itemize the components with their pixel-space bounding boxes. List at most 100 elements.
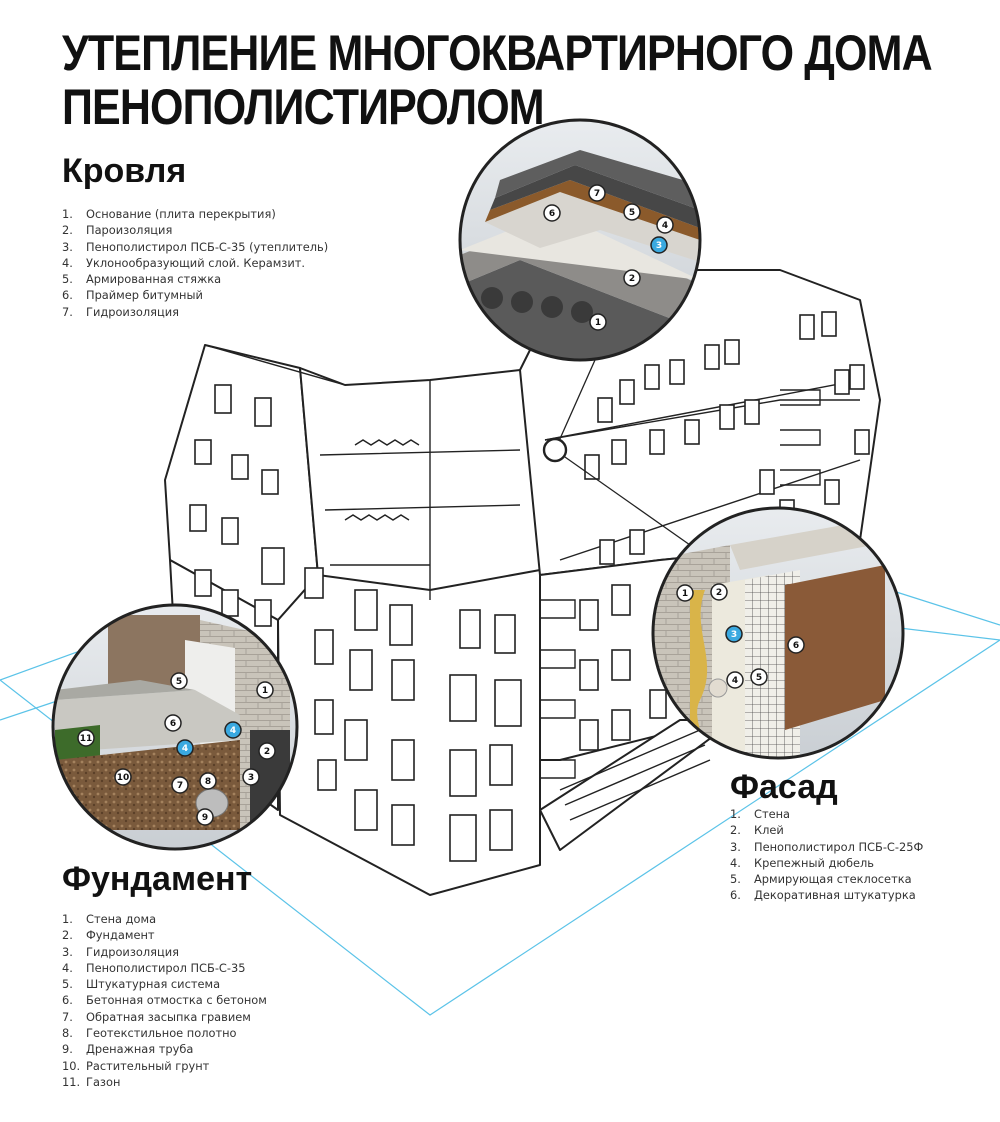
foundation-legend-number: 3. xyxy=(62,944,73,959)
window xyxy=(579,599,599,631)
window xyxy=(597,397,613,423)
foundation-legend-number: 2. xyxy=(62,928,73,943)
window xyxy=(669,359,685,385)
window xyxy=(849,364,865,390)
foundation-legend-label: Газон xyxy=(86,1074,121,1089)
facade-heading: Фасад xyxy=(730,768,838,806)
roof-legend-label: Уклонообразующий слой. Керамзит. xyxy=(86,255,306,270)
facade-legend-number: 2. xyxy=(730,823,741,838)
window xyxy=(194,439,212,465)
window xyxy=(719,404,735,430)
roof-badge-number: 5 xyxy=(629,208,635,218)
facade-legend-number: 4. xyxy=(730,855,741,870)
roof-legend-item: 1.Основание (плита перекрытия) xyxy=(62,206,328,222)
facade-legend-item: 5.Армирующая стеклосетка xyxy=(730,871,923,887)
facade-badge: 4 xyxy=(726,671,744,689)
window xyxy=(684,419,700,445)
roof-badge-number: 2 xyxy=(629,274,635,284)
foundation-legend-item: 2.Фундамент xyxy=(62,927,267,943)
foundation-badge: 11 xyxy=(77,729,95,747)
facade-legend-item: 4.Крепежный дюбель xyxy=(730,855,923,871)
roof-badge-number: 3 xyxy=(656,241,662,251)
window xyxy=(724,339,740,365)
foundation-legend-label: Растительный грунт xyxy=(86,1058,210,1073)
facade-badge-number: 4 xyxy=(732,676,738,686)
roof-legend-number: 2. xyxy=(62,223,73,238)
foundation-badge: 4 xyxy=(224,721,242,739)
window xyxy=(611,709,631,741)
facade-legend-item: 1.Стена xyxy=(730,806,923,822)
callout-marker xyxy=(542,437,568,463)
foundation-badge-number: 7 xyxy=(177,781,183,791)
foundation-legend-label: Дренажная труба xyxy=(86,1042,194,1057)
foundation-legend-item: 6.Бетонная отмостка с бетоном xyxy=(62,992,267,1008)
foundation-legend-label: Стена дома xyxy=(86,912,157,926)
foundation-legend-item: 1. Стена дома xyxy=(62,911,267,927)
roof-heading: Кровля xyxy=(62,152,187,190)
facade-badge: 6 xyxy=(787,636,805,654)
foundation-legend-label: Пенополистирол ПСБ-С-35 xyxy=(86,960,246,975)
foundation-badge-number: 5 xyxy=(176,677,182,687)
foundation-legend-number: 10. xyxy=(62,1058,81,1073)
roof-legend-item: 4.Уклонообразующий слой. Керамзит. xyxy=(62,255,328,271)
foundation-badge: 4 xyxy=(176,739,194,757)
foundation-legend-number: 8. xyxy=(62,1026,73,1041)
window xyxy=(231,454,249,480)
foundation-legend-number: 1. xyxy=(62,912,73,926)
window xyxy=(704,344,720,370)
window xyxy=(459,609,481,649)
foundation-badge-number: 1 xyxy=(262,686,268,696)
foundation-legend-number: 7. xyxy=(62,1009,73,1024)
facade-badge-number: 2 xyxy=(716,588,722,598)
window xyxy=(304,567,324,599)
foundation-legend-item: 7.Обратная засыпка гравием xyxy=(62,1009,267,1025)
roof-legend-item: 3.Пенополистирол ПСБ-С-35 (утеплитель) xyxy=(62,239,328,255)
roof-badge: 6 xyxy=(543,204,561,222)
window xyxy=(611,649,631,681)
facade-badge-number: 6 xyxy=(793,641,799,651)
window xyxy=(799,314,815,340)
roof-legend-number: 7. xyxy=(62,304,73,319)
foundation-legend-item: 5.Штукатурная система xyxy=(62,976,267,992)
facade-legend-label: Клей xyxy=(754,823,784,838)
window xyxy=(317,759,337,791)
window xyxy=(854,429,870,455)
window xyxy=(494,614,516,654)
facade-legend-item: 2. Клей xyxy=(730,822,923,838)
roof-badge: 7 xyxy=(588,184,606,202)
foundation-badge: 7 xyxy=(171,776,189,794)
roof-badge: 4 xyxy=(656,216,674,234)
foundation-badge-number: 10 xyxy=(117,773,130,783)
facade-badge: 3 xyxy=(725,625,743,643)
roof-legend-label: Гидроизоляция xyxy=(86,304,179,319)
window xyxy=(489,809,513,851)
window xyxy=(649,689,667,719)
roof-legend-item: 5.Армированная стяжка xyxy=(62,271,328,287)
window xyxy=(391,739,415,781)
window xyxy=(824,479,840,505)
window xyxy=(759,469,775,495)
foundation-legend-item: 9.Дренажная труба xyxy=(62,1041,267,1057)
foundation-badge-number: 4 xyxy=(182,744,188,754)
foundation-legend-number: 11. xyxy=(62,1074,81,1089)
foundation-legend-item: 8.Геотекстильное полотно xyxy=(62,1025,267,1041)
roof-legend-label: Праймер битумный xyxy=(86,288,203,303)
window xyxy=(221,517,239,545)
foundation-badge: 5 xyxy=(170,672,188,690)
window xyxy=(354,589,378,631)
foundation-legend-number: 5. xyxy=(62,977,73,992)
window xyxy=(261,469,279,495)
page-title: УТЕПЛЕНИЕ МНОГОКВАРТИРНОГО ДОМА ПЕНОПОЛИ… xyxy=(62,26,933,134)
foundation-heading: Фундамент xyxy=(62,860,253,898)
roof-legend-label: Пенополистирол ПСБ-С-35 (утеплитель) xyxy=(86,239,329,254)
foundation-legend-number: 4. xyxy=(62,960,73,975)
roof-legend-item: 2.Пароизоляция xyxy=(62,222,328,238)
roof-badge: 5 xyxy=(623,203,641,221)
facade-legend-number: 5. xyxy=(730,872,741,887)
window xyxy=(189,504,207,532)
window xyxy=(349,649,373,691)
roof-legend-number: 1. xyxy=(62,207,73,221)
